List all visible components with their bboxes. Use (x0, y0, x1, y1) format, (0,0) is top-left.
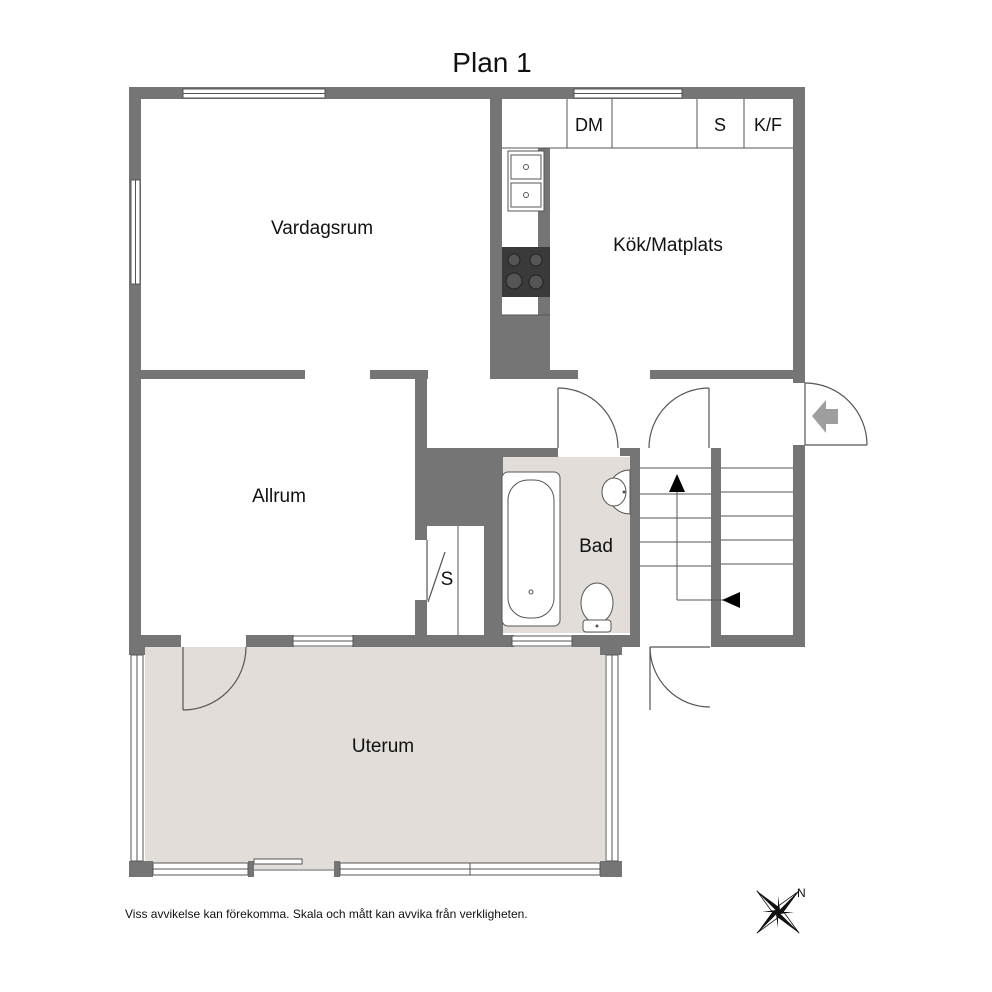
sliding-door (253, 858, 303, 865)
closet-label: S (441, 569, 454, 590)
stair-arrow-left-icon (722, 592, 740, 608)
bathtub-icon (501, 471, 561, 627)
stove-icon (502, 247, 550, 297)
washbasin-icon (601, 469, 631, 515)
stairs (640, 467, 793, 601)
compass-north-label: N (797, 886, 806, 900)
sink-icon (507, 150, 545, 212)
entrance-arrow-icon (812, 400, 838, 433)
room-label-bad: Bad (579, 536, 613, 557)
plan-title: Plan 1 (452, 47, 531, 78)
kitchen-counter (502, 99, 793, 316)
door-swing (649, 646, 711, 708)
door-swing (557, 387, 619, 449)
door-swing (648, 387, 710, 449)
door (427, 551, 446, 603)
doors (182, 382, 868, 711)
uterum-floor (145, 647, 605, 869)
room-label-vardagsrum: Vardagsrum (271, 218, 373, 239)
room-label-allrum: Allrum (252, 486, 306, 507)
stair-arrow-up-icon (669, 474, 685, 492)
kitchen-label-s: S (714, 115, 726, 135)
room-label-uterum: Uterum (352, 736, 414, 757)
kitchen-label-kf: K/F (754, 115, 782, 135)
door-swing (182, 646, 247, 711)
door-swing (804, 382, 868, 446)
compass-rose-icon (756, 890, 800, 934)
room-label-kok: Kök/Matplats (613, 235, 723, 256)
toilet-icon (580, 582, 614, 633)
kitchen-label-dm: DM (575, 115, 603, 135)
windows (130, 88, 683, 876)
disclaimer-text: Viss avvikelse kan förekomma. Skala och … (125, 907, 528, 921)
